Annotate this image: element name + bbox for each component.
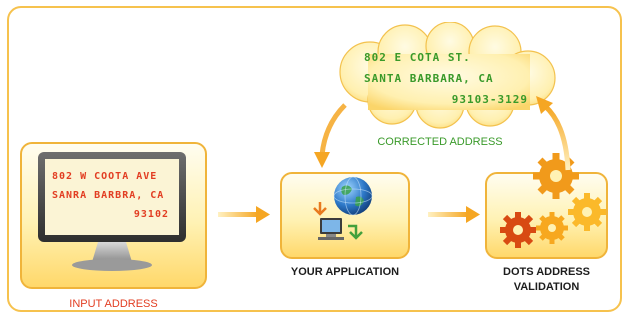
arrow-application-to-validation xyxy=(428,206,480,223)
input-address-line-3: 93102 xyxy=(133,209,169,220)
validation-caption-line-1: DOTS ADDRESS xyxy=(503,266,590,278)
corrected-address-line-1: 802 E COTA ST. xyxy=(364,51,471,64)
corrected-address-line-3: 93103-3129 xyxy=(451,93,528,106)
validation-caption-line-2: VALIDATION xyxy=(513,281,580,293)
corrected-address-caption: CORRECTED ADDRESS xyxy=(377,136,503,148)
globe-icon xyxy=(333,176,373,216)
input-address-line-2: SANRA BARBRA, CA xyxy=(52,190,165,201)
cloud-icon xyxy=(339,22,556,129)
computer-icon xyxy=(313,202,363,240)
arrow-cloud-to-application xyxy=(314,103,347,168)
corrected-address-line-2: SANTA BARBARA, CA xyxy=(364,72,494,85)
input-address-caption: INPUT ADDRESS xyxy=(69,298,158,310)
application-caption: YOUR APPLICATION xyxy=(290,266,400,278)
monitor-icon xyxy=(38,152,186,271)
arrow-input-to-application xyxy=(218,206,270,223)
gears-icon xyxy=(500,153,606,248)
input-address-line-1: 802 W COOTA AVE xyxy=(52,171,158,182)
arrow-validation-to-cloud xyxy=(536,96,571,171)
